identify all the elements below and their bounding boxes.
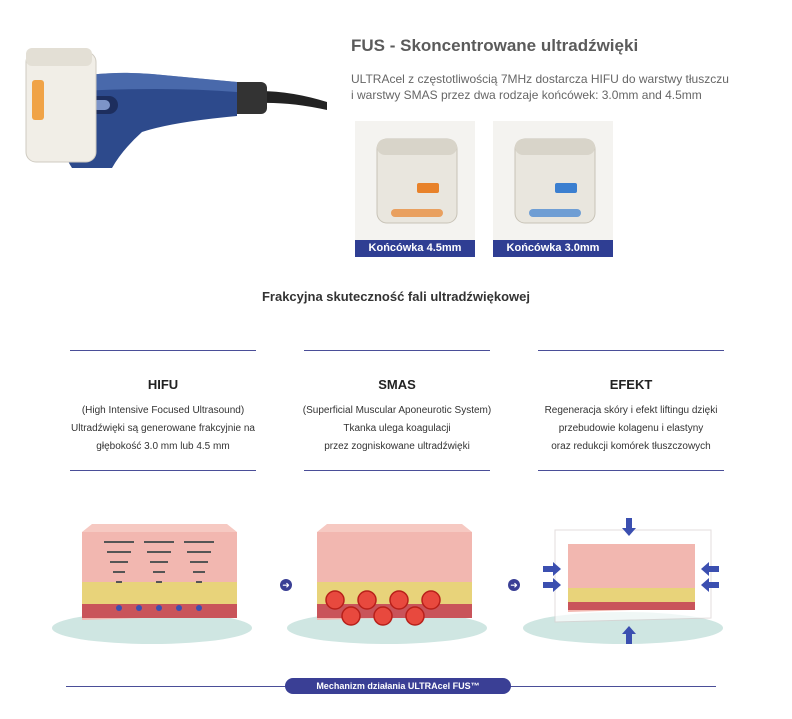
arrow-right-icon: ➜ [280, 579, 292, 591]
column-title: SMAS [378, 377, 416, 392]
column-title: HIFU [147, 377, 179, 392]
column-line: Ultradźwięki są generowane frakcyjnie na [71, 423, 255, 434]
cartridge-3mm-caption: Końcówka 3.0mm [493, 240, 613, 257]
column-bottom-divider [304, 470, 490, 471]
column-line: Regeneracja skóry i efekt liftingu dzięk… [544, 405, 718, 416]
column-top-divider [538, 350, 724, 351]
page-title: FUS - Skoncentrowane ultradźwięki [351, 36, 639, 55]
column-hifu: HIFU (High Intensive Focused Ultrasound)… [68, 350, 258, 471]
intro-text: ULTRAcel z częstotliwością 7MHz dostarcz… [351, 71, 731, 103]
column-line: (High Intensive Focused Ultrasound) [81, 405, 245, 416]
column-bottom-divider [70, 470, 256, 471]
cartridge-3mm: Końcówka 3.0mm [493, 121, 613, 257]
section-title: Frakcyjna skuteczność fali ultradźwiękow… [261, 289, 531, 304]
skin-smas-image [287, 524, 487, 644]
arrow-right-icon: ➜ [508, 579, 520, 591]
column-bottom-divider [538, 470, 724, 471]
cartridge-4-5mm-image [355, 121, 475, 240]
cartridge-3mm-image [493, 121, 613, 240]
accent-4-5mm [417, 183, 439, 193]
cartridge-4-5mm-caption: Końcówka 4.5mm [355, 240, 475, 257]
column-line: głębokość 3.0 mm lub 4.5 mm [96, 441, 230, 452]
column-line: (Superficial Muscular Aponeurotic System… [302, 405, 492, 416]
skin-hifu-image [52, 524, 252, 644]
column-line: oraz redukcji komórek tłuszczowych [551, 441, 711, 452]
handpiece-image [25, 48, 327, 168]
column-line: przez zogniskowane ultradźwięki [324, 441, 470, 452]
skin-efekt-image [523, 518, 723, 644]
column-top-divider [70, 350, 256, 351]
column-efekt: EFEKT Regeneracja skóry i efekt liftingu… [536, 350, 726, 471]
column-smas: SMAS (Superficial Muscular Aponeurotic S… [302, 350, 492, 471]
footer-badge: Mechanizm działania ULTRAcel FUS™ [285, 678, 511, 694]
cartridge-4-5mm: Końcówka 4.5mm [355, 121, 475, 257]
column-line: przebudowie kolagenu i elastyny [558, 423, 704, 434]
intro-line-2: i warstwy SMAS przez dwa rodzaje końcówe… [351, 88, 702, 102]
column-title: EFEKT [609, 377, 653, 392]
intro-line-1: ULTRAcel z częstotliwością 7MHz dostarcz… [351, 72, 729, 86]
column-line: Tkanka ulega koagulacji [343, 423, 451, 434]
column-top-divider [304, 350, 490, 351]
